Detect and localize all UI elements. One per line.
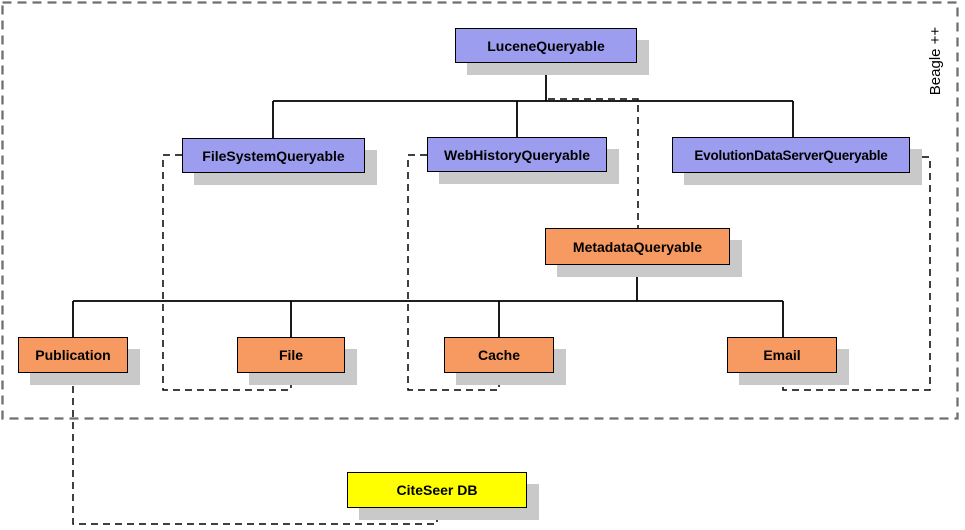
node-label: MetadataQueryable (572, 238, 703, 255)
node-filesystem-queryable: FileSystemQueryable (182, 138, 365, 173)
node-label: Email (763, 347, 801, 363)
node-label: WebHistoryQueryable (443, 146, 590, 163)
node-cache: Cache (444, 337, 554, 373)
node-file: File (237, 337, 345, 373)
solid-edges (72, 63, 794, 337)
node-email: Email (727, 337, 837, 373)
node-label: File (278, 347, 304, 363)
node-evolution-dataserver-queryable: EvolutionDataServerQueryable (672, 137, 910, 173)
beagle-boundary-frame (1, 1, 959, 420)
node-lucene-queryable: LuceneQueryable (455, 28, 637, 63)
node-metadata-queryable: MetadataQueryable (545, 228, 730, 265)
beagle-frame-label: Beagle ++ (927, 26, 944, 96)
node-webhistory-queryable: WebHistoryQueryable (427, 137, 607, 172)
node-label: LuceneQueryable (487, 37, 605, 54)
node-label: CiteSeer DB (396, 482, 478, 498)
node-publication: Publication (18, 337, 128, 373)
node-label: EvolutionDataServerQueryable (694, 147, 888, 163)
dashed-edges (72, 98, 931, 525)
node-citeseer-db: CiteSeer DB (347, 472, 527, 508)
node-label: Publication (35, 347, 111, 363)
node-label: FileSystemQueryable (202, 147, 345, 164)
node-label: Cache (477, 347, 521, 363)
